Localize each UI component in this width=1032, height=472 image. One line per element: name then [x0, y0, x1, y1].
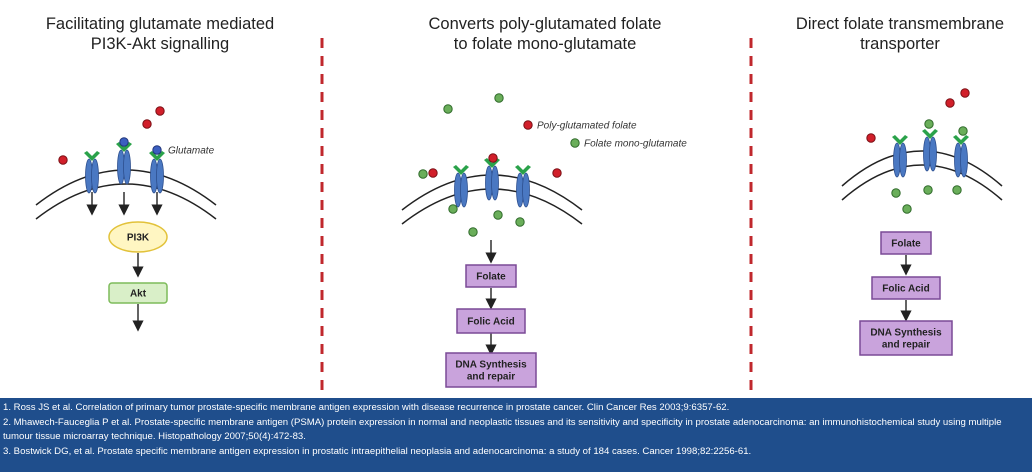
receptor-binding-site	[84, 151, 100, 161]
receptor-binding-site	[515, 165, 531, 175]
psma-receptor-panel-1-3	[149, 151, 165, 194]
folate-mono-glutamate-molecule	[515, 217, 525, 227]
receptor-binding-site	[116, 142, 132, 152]
folate-mono-glutamate-molecule	[952, 185, 962, 195]
folate-box-panel-3: Folate	[880, 231, 932, 255]
akt-node-shape	[108, 282, 168, 304]
folate-mono-glutamate-molecule	[448, 204, 458, 214]
poly-glutamated-folate-molecule	[428, 168, 438, 178]
reference-1: 1. Ross JS et al. Correlation of primary…	[3, 402, 730, 413]
poly-glutamated-folate-molecule	[945, 98, 955, 108]
dna-synthesis-box-panel-3-label: DNA Synthesis	[870, 328, 942, 339]
receptor-binding-site	[453, 165, 469, 175]
legend-folate-mono-glutamate-label: Folate mono-glutamate	[584, 139, 687, 150]
psma-receptor-panel-3-2	[922, 129, 938, 172]
psma-receptor-panel-3-1	[892, 135, 908, 178]
receptor-subunit	[123, 149, 131, 185]
dna-synthesis-box-panel-2-label: and repair	[467, 372, 515, 383]
folate-box-panel-2: Folate	[465, 264, 517, 288]
psma-receptor-panel-2-3	[515, 165, 531, 208]
folate-box-panel-2-shape	[465, 264, 517, 288]
legend-glutamate: Glutamate	[168, 146, 215, 157]
folate-box-panel-3-label: Folate	[891, 239, 921, 250]
folic-acid-box-panel-2-shape	[456, 308, 526, 334]
receptor-subunit	[960, 142, 968, 178]
dna-synthesis-box-panel-3-shape	[859, 320, 953, 356]
folate-mono-glutamate-molecule	[924, 119, 934, 129]
panel-2-title: Converts poly-glutamated folate to folat…	[428, 15, 662, 53]
psma-receptor-panel-2-1	[453, 165, 469, 208]
folic-acid-box-panel-3-label: Folic Acid	[882, 284, 929, 295]
legend-folate-mono-glutamate: Folate mono-glutamate	[570, 138, 687, 150]
reference-3: 3. Bostwick DG, et al. Prostate specific…	[3, 445, 752, 457]
poly-glutamated-folate-molecule	[155, 106, 165, 116]
folate-mono-glutamate-molecule	[493, 210, 503, 220]
panel-1-title: Facilitating glutamate mediated PI3K-Akt…	[45, 15, 275, 53]
receptor-binding-site	[149, 151, 165, 161]
dna-synthesis-box-panel-2-label: DNA Synthesis	[455, 360, 527, 371]
dna-synthesis-box-panel-3-label: and repair	[882, 340, 930, 351]
receptor-subunit	[156, 158, 164, 194]
legend-poly-glutamated-folate-swatch	[523, 120, 533, 130]
psma-receptor-panel-1-1	[84, 151, 100, 194]
folate-mono-glutamate-molecule	[494, 93, 504, 103]
poly-glutamated-folate-molecule	[960, 88, 970, 98]
legend-poly-glutamated-folate: Poly-glutamated folate	[523, 120, 637, 132]
poly-glutamated-folate-molecule	[488, 153, 498, 163]
folic-acid-box-panel-3-shape	[871, 276, 941, 300]
legend-glutamate-label: Glutamate	[168, 146, 215, 157]
receptor-subunit	[899, 142, 907, 178]
poly-glutamated-folate-molecule	[142, 119, 152, 129]
receptor-subunit	[522, 172, 530, 208]
poly-glutamated-folate-molecule	[58, 155, 68, 165]
pi3k-node-label: PI3K	[127, 233, 150, 244]
folate-mono-glutamate-molecule	[923, 185, 933, 195]
receptor-subunit	[929, 136, 937, 172]
receptor-subunit	[491, 165, 499, 201]
folate-mono-glutamate-molecule	[902, 204, 912, 214]
glutamate-molecule	[119, 137, 129, 147]
legend-folate-mono-glutamate-swatch	[570, 138, 580, 148]
receptor-binding-site	[922, 129, 938, 139]
pi3k-node: PI3K	[108, 221, 168, 253]
folic-acid-box-panel-3: Folic Acid	[871, 276, 941, 300]
cell-membrane-line	[841, 164, 1003, 201]
cell-membrane-line	[35, 183, 217, 220]
receptor-binding-site	[953, 135, 969, 145]
panel-3-title: Direct folate transmembrane transporter	[795, 15, 1005, 53]
akt-node: Akt	[108, 282, 168, 304]
psma-receptor-panel-2-2	[484, 158, 500, 201]
cell-membrane-panel-3	[841, 150, 1003, 201]
akt-node-label: Akt	[130, 289, 147, 300]
folate-mono-glutamate-molecule	[891, 188, 901, 198]
psma-receptor-panel-3-3	[953, 135, 969, 178]
folate-mono-glutamate-molecule	[468, 227, 478, 237]
pi3k-node-shape	[108, 221, 168, 253]
legend-poly-glutamated-folate-label: Poly-glutamated folate	[537, 121, 637, 132]
folate-box-panel-2-label: Folate	[476, 272, 506, 283]
psma-receptor-panel-1-2	[116, 142, 132, 185]
receptor-subunit	[460, 172, 468, 208]
reference-2: 2. Mhawech-Fauceglia P et al. Prostate-s…	[3, 416, 1002, 443]
folic-acid-box-panel-2-label: Folic Acid	[467, 317, 514, 328]
folic-acid-box-panel-2: Folic Acid	[456, 308, 526, 334]
cell-membrane-line	[841, 150, 1003, 187]
poly-glutamated-folate-molecule	[552, 168, 562, 178]
folate-mono-glutamate-molecule	[418, 169, 428, 179]
references-panel: 1. Ross JS et al. Correlation of primary…	[0, 398, 1032, 472]
poly-glutamated-folate-molecule	[866, 133, 876, 143]
dna-synthesis-box-panel-2-shape	[445, 352, 537, 388]
glutamate-molecule	[152, 145, 162, 155]
folate-mono-glutamate-molecule	[443, 104, 453, 114]
receptor-binding-site	[892, 135, 908, 145]
folate-box-panel-3-shape	[880, 231, 932, 255]
folate-mono-glutamate-molecule	[958, 126, 968, 136]
receptor-subunit	[91, 158, 99, 194]
